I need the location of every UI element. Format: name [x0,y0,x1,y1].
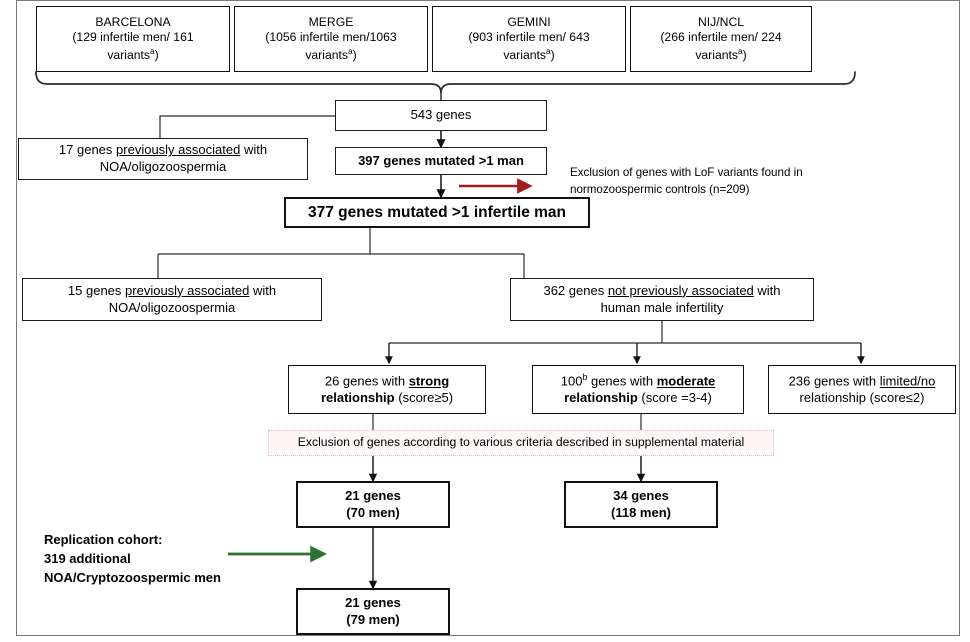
annotation-lof-line2: normozoospermic controls (n=209) [570,182,750,196]
node-moderate-line2: relationship (score =3-4) [564,390,712,406]
cohort-box-gemini[interactable]: GEMINI (903 infertile men/ 643 variantsa… [432,6,626,72]
annotation-replication-line1: Replication cohort: [44,532,163,547]
annotation-replication-cohort: Replication cohort: 319 additional NOA/C… [44,531,274,588]
node-377-genes-mutated-infertile[interactable]: 377 genes mutated >1 infertile man [284,197,590,228]
cohort-detail-line1: (129 infertile men/ 161 [72,30,194,45]
node-final-21-genes-79-men[interactable]: 21 genes (79 men) [296,588,450,635]
cohort-name: BARCELONA [95,14,171,29]
node-strong-line1: 26 genes with strong [324,373,450,389]
node-362-genes-line1: 362 genes not previously associated with [543,282,781,298]
node-final-34-line1: 34 genes [613,487,669,503]
figure-frame [16,0,960,636]
annotation-criteria-exclusion: Exclusion of genes according to various … [268,430,774,456]
cohort-detail-line1: (1056 infertile men/1063 [265,30,397,45]
cohort-box-nij-ncl[interactable]: NIJ/NCL (266 infertile men/ 224 variants… [630,6,812,72]
cohort-detail-line1: (266 infertile men/ 224 [660,30,782,45]
node-543-genes[interactable]: 543 genes [335,100,547,131]
node-15-genes-previously-associated[interactable]: 15 genes previously associated with NOA/… [22,278,322,321]
footnote-marker: a [348,45,353,56]
node-strong-relationship[interactable]: 26 genes with strong relationship (score… [288,365,486,414]
cohort-box-barcelona[interactable]: BARCELONA (129 infertile men/ 161 varian… [36,6,230,72]
node-17-genes-line1: 17 genes previously associated with [58,142,268,158]
cohort-detail-line2: variantsa) [695,45,747,62]
annotation-criteria-exclusion-label: Exclusion of genes according to various … [297,435,745,450]
footnote-marker: a [150,45,155,56]
footnote-marker: a [738,45,743,56]
node-moderate-line1: 100b genes with moderate [560,372,716,389]
node-17-genes-previously-associated[interactable]: 17 genes previously associated with NOA/… [18,138,308,180]
node-moderate-relationship[interactable]: 100b genes with moderate relationship (s… [532,365,744,414]
node-final-21-line2: (70 men) [346,504,400,520]
node-strong-line2: relationship (score≥5) [320,390,454,406]
node-final-21rep-line1: 21 genes [345,594,401,610]
annotation-replication-line2: 319 additional [44,550,131,566]
cohort-name: NIJ/NCL [697,14,745,29]
footnote-marker: a [546,45,551,56]
annotation-lof-line1: Exclusion of genes with LoF variants fou… [570,166,803,179]
node-final-34-genes-118-men[interactable]: 34 genes (118 men) [564,481,718,528]
node-362-genes-not-previously-associated[interactable]: 362 genes not previously associated with… [510,278,814,321]
node-362-genes-line2: human male infertility [600,299,724,315]
cohort-detail-line2: variantsa) [503,45,555,62]
node-final-21rep-line2: (79 men) [346,611,400,627]
cohort-box-merge[interactable]: MERGE (1056 infertile men/1063 variantsa… [234,6,428,72]
cohort-detail-line2: variantsa) [305,45,357,62]
cohort-detail-line2: variantsa) [107,45,159,62]
node-397-genes-mutated[interactable]: 397 genes mutated >1 man [335,147,547,175]
cohort-name: MERGE [308,14,354,29]
cohort-name: GEMINI [507,14,551,29]
node-final-21-genes-70-men[interactable]: 21 genes (70 men) [296,481,450,528]
node-17-genes-line2: NOA/oligozoospermia [99,159,227,174]
node-15-genes-line2: NOA/oligozoospermia [108,299,236,315]
node-377-genes-label: 377 genes mutated >1 infertile man [308,203,566,221]
cohort-detail-line1: (903 infertile men/ 643 [468,30,590,45]
node-final-34-line2: (118 men) [611,504,671,520]
node-543-genes-label: 543 genes [410,107,472,123]
node-final-21-line1: 21 genes [345,487,401,503]
node-limited-line1: 236 genes with limited/no [788,373,936,389]
node-15-genes-line1: 15 genes previously associated with [67,282,277,298]
node-limited-line2: relationship (score≤2) [799,390,925,406]
footnote-marker: b [582,372,588,383]
annotation-lof-exclusion: Exclusion of genes with LoF variants fou… [570,165,900,199]
node-397-genes-label: 397 genes mutated >1 man [358,152,524,168]
node-limited-relationship[interactable]: 236 genes with limited/no relationship (… [768,365,956,414]
annotation-replication-line3: NOA/Cryptozoospermic men [44,569,221,585]
